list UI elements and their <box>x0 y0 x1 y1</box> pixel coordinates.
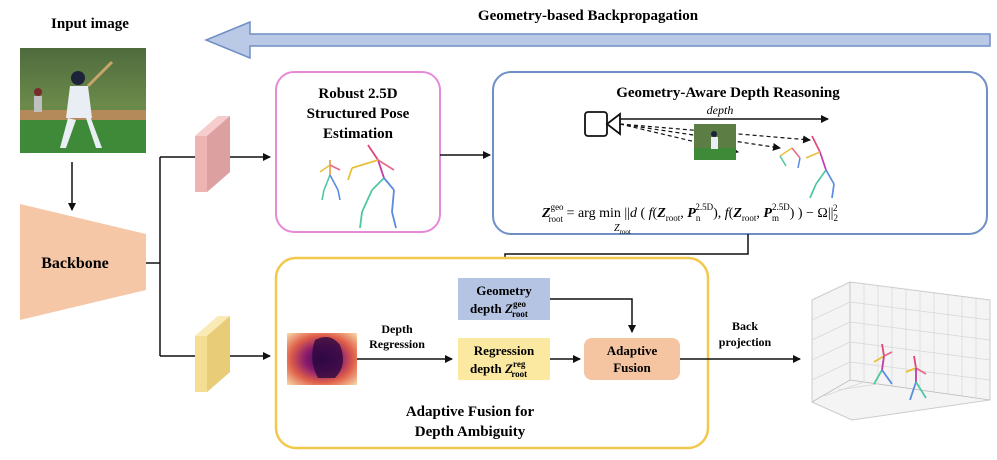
backbone-split-connector <box>146 156 195 357</box>
backbone-block <box>20 204 146 320</box>
back-projection-line1: Back <box>732 319 758 333</box>
depth-regression-label-line1: Depth <box>381 322 413 336</box>
camera-icon <box>584 111 621 137</box>
adaptive-fusion-line1: Adaptive <box>607 343 658 358</box>
input-image-label: Input image <box>51 16 129 32</box>
backpropagation-arrow <box>204 20 991 60</box>
pose-skeleton-small <box>319 160 341 201</box>
input-image <box>20 48 146 153</box>
pose-skeleton-large <box>347 144 397 229</box>
adaptive-fusion-block <box>584 338 680 380</box>
regression-depth-line1: Regression <box>474 343 535 358</box>
backpropagation-label: Geometry-based Backpropagation <box>478 8 699 24</box>
geometry-box-title: Geometry-Aware Depth Reasoning <box>616 85 840 101</box>
pose-feature-block <box>195 116 230 192</box>
fusion-box-title-line1: Adaptive Fusion for <box>406 404 535 420</box>
geometry-depth-line1: Geometry <box>476 283 532 298</box>
depth-axis-label: depth <box>707 103 734 117</box>
output-skeleton-right <box>905 355 927 401</box>
geometry-reasoning-box <box>492 71 988 235</box>
fusion-box-title-line2: Depth Ambiguity <box>415 424 526 440</box>
output-skeleton-left <box>873 343 893 385</box>
reasoning-skeleton-near <box>779 147 801 169</box>
pose-box-title-line3: Estimation <box>323 126 394 142</box>
output-3d-plot <box>811 281 991 421</box>
pose-box-title-line2: Structured Pose <box>307 106 410 122</box>
back-projection-line2: projection <box>719 335 772 349</box>
backbone-label: Backbone <box>41 255 109 272</box>
depth-regression-label-line2: Regression <box>369 337 425 351</box>
reasoning-skeleton-far <box>805 135 835 199</box>
depth-map-image <box>287 333 357 385</box>
regression-depth-box <box>458 338 550 380</box>
pose-box-title-line1: Robust 2.5D <box>318 86 397 102</box>
geometry-depth-box <box>458 278 550 320</box>
pose-estimation-box <box>275 71 441 233</box>
arrow-geo-depth-to-fusion <box>550 298 636 333</box>
reasoning-thumbnail <box>694 124 736 160</box>
adaptive-fusion-line2: Fusion <box>613 360 651 375</box>
depth-feature-block <box>195 316 230 392</box>
